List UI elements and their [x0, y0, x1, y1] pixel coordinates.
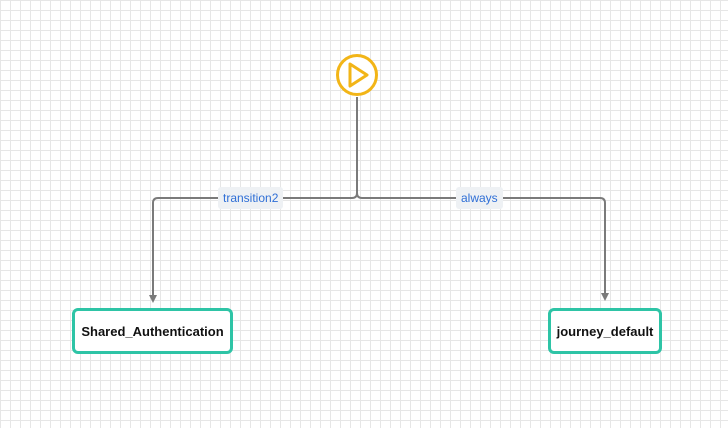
play-icon [336, 54, 378, 96]
node-journey-default[interactable]: journey_default [548, 308, 662, 354]
node-shared-authentication[interactable]: Shared_Authentication [72, 308, 233, 354]
edge-always-line[interactable] [356, 192, 606, 294]
edge-transition2-arrowhead [149, 295, 157, 303]
edge-label-transition2[interactable]: transition2 [218, 187, 284, 209]
start-node[interactable] [335, 53, 379, 97]
edge-always-arrowhead [601, 293, 609, 301]
edge-label-always[interactable]: always [456, 187, 503, 209]
edge-transition2-line[interactable] [152, 197, 352, 296]
edge-trunk [351, 97, 358, 199]
